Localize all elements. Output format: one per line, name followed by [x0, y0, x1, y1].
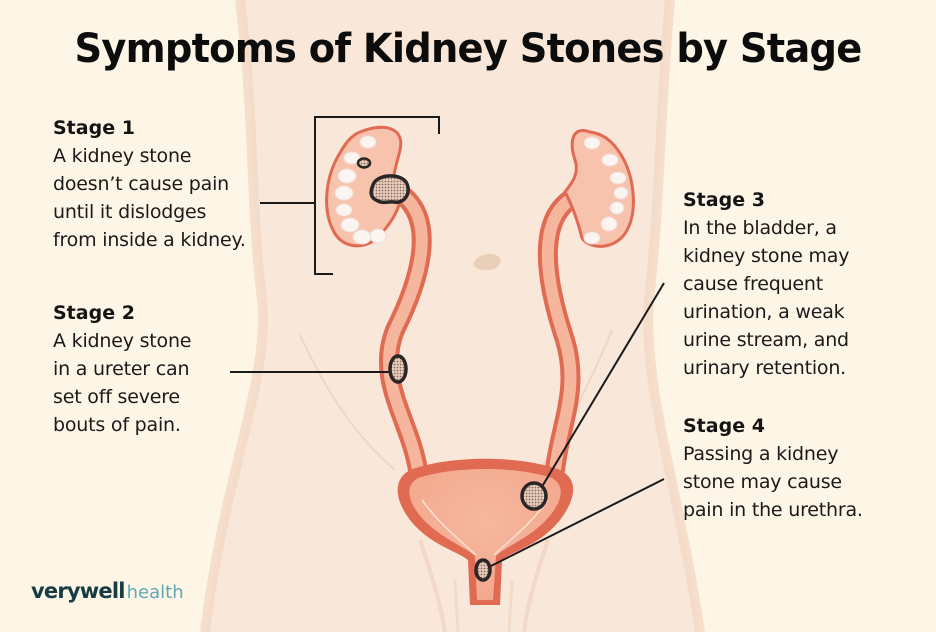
stage-4-heading: Stage 4 — [683, 415, 765, 437]
stage3-pointer-line — [539, 282, 665, 491]
urethra-stone-stage4 — [474, 558, 492, 582]
stage-3-heading: Stage 3 — [683, 189, 765, 211]
stage-1-description: A kidney stone doesn’t cause pain until … — [53, 145, 246, 251]
kidney-stone-stage1 — [369, 174, 410, 205]
stage-4-description: Passing a kidney stone may cause pain in… — [683, 443, 863, 521]
logo-brand: verywell — [31, 579, 125, 603]
right-ureter — [537, 185, 588, 480]
stage-1-heading: Stage 1 — [53, 117, 135, 139]
page-title: Symptoms of Kidney Stones by Stage — [74, 26, 862, 72]
stage-2-heading: Stage 2 — [53, 302, 135, 324]
stage-3-description: In the bladder, a kidney stone may cause… — [683, 217, 850, 379]
left-kidney — [325, 125, 403, 248]
stage-4-block: Stage 4 Passing a kidney stone may cause… — [683, 412, 923, 524]
stage4-pointer-line — [486, 478, 665, 569]
ureter-stone-stage2 — [388, 354, 408, 384]
stage-3-block: Stage 3 In the bladder, a kidney stone m… — [683, 186, 923, 382]
left-ureter — [378, 180, 432, 480]
bladder-stone-stage3 — [520, 481, 548, 511]
kidney-stone-small — [356, 157, 372, 169]
logo-sub: health — [126, 582, 184, 603]
navel — [473, 253, 501, 271]
right-kidney — [563, 129, 635, 248]
stage-2-block: Stage 2 A kidney stone in a ureter can s… — [53, 299, 253, 439]
stage-1-block: Stage 1 A kidney stone doesn’t cause pai… — [53, 114, 293, 254]
stage-2-description: A kidney stone in a ureter can set off s… — [53, 330, 192, 436]
stage1-bracket — [260, 116, 440, 275]
